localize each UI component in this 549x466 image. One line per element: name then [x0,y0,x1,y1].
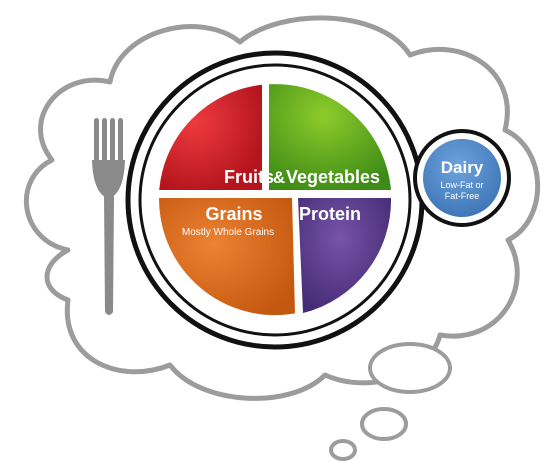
grains-section [159,198,295,316]
dairy-fill [423,139,501,217]
fruits-section [159,84,262,190]
protein-section [298,198,392,313]
fruits-label: Fruits [224,167,274,187]
grains-note-label: Mostly Whole Grains [182,227,274,238]
fork-icon [92,118,125,315]
plate: Fruits & Vegetables Grains Mostly Whole … [125,50,425,350]
protein-label: Protein [299,204,361,224]
grains-label: Grains [205,204,262,224]
dairy-cup: Dairy Low-Fat or Fat-Free [413,129,511,227]
ampersand-label: & [273,168,285,187]
plate-rim-inner [138,63,412,337]
thought-bubble-medium [360,407,408,441]
thought-bubble-large [368,342,452,394]
vegetables-section [269,84,391,190]
dairy-note-line1: Low-Fat or [440,180,483,190]
dairy-label: Dairy [441,158,484,177]
dairy-note-line2: Fat-Free [445,191,480,201]
thought-bubble-small [329,439,357,461]
vegetables-label: Vegetables [286,167,380,187]
